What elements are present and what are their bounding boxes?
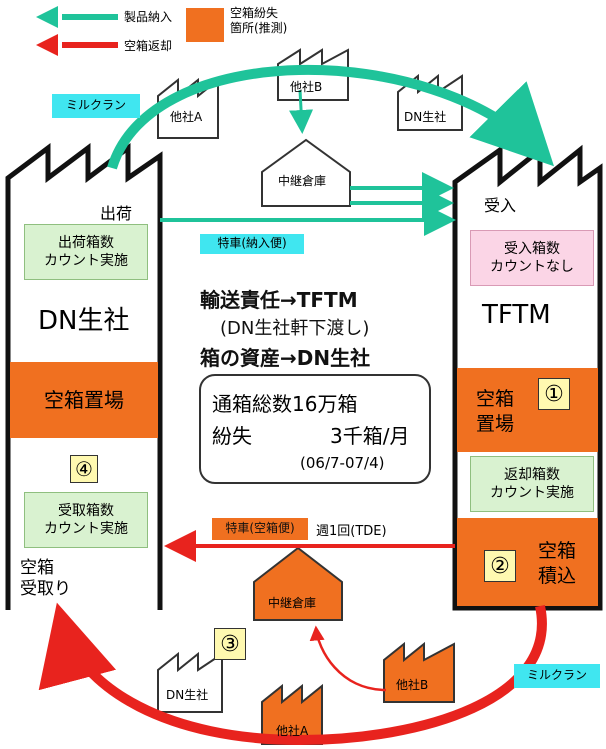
marker-4: ④ [70, 455, 98, 483]
right-empty-storage-area [457, 368, 598, 452]
right-count-receive-box: 受入箱数 カウントなし [470, 230, 594, 286]
right-count-return-box: 返却箱数 カウント実施 [470, 456, 594, 512]
weekly-label: 週1回(TDE) [316, 524, 387, 539]
other-a-bottom-building [261, 683, 323, 745]
center-line-2: (DN生社軒下渡し) [220, 318, 370, 339]
legend-delivery-label: 製品納入 [124, 10, 173, 24]
dn-top-label: DN生社 [404, 110, 447, 124]
center-line-3: 箱の資産→DN生社 [200, 346, 371, 370]
left-shipping-label: 出荷 [100, 204, 133, 223]
special-delivery-tag: 特車(納入便) [200, 234, 304, 254]
other-b-bottom-building [383, 641, 455, 703]
milk-run-top-tag: ミルクラン [52, 94, 140, 118]
summary-period: (06/7-07/4) [300, 454, 385, 472]
legend-loss-swatch [186, 8, 224, 42]
right-receive-label: 受入 [484, 196, 517, 215]
relay-bottom-label: 中継倉庫 [268, 596, 317, 610]
legend-delivery-arrow [36, 6, 118, 28]
special-empty-tag: 特車(空箱便) [212, 518, 308, 540]
marker-1: ① [538, 378, 570, 410]
center-line-1: 輸送責任→TFTM [200, 288, 358, 312]
summary-loss-value: 3千箱/月 [330, 424, 410, 448]
left-factory-name: DN生社 [38, 306, 130, 336]
summary-total-label: 通箱総数16万箱 [212, 392, 358, 416]
other-a-top-label: 他社A [170, 110, 203, 124]
legend-loss-label: 空箱紛失 箇所(推測) [230, 6, 288, 35]
milk-run-delivery-arrow [107, 65, 555, 170]
marker-3: ③ [214, 628, 246, 660]
left-empty-receive-label: 空箱 受取り [20, 558, 71, 600]
other-b-to-relay-return-arrow [309, 625, 387, 692]
relay-bottom-building [253, 546, 343, 621]
milk-run-bottom-tag: ミルクラン [514, 664, 600, 688]
right-loading-area [457, 518, 598, 606]
left-empty-storage-label: 空箱置場 [44, 388, 124, 412]
left-count-ship-box: 出荷箱数 カウント実施 [24, 224, 148, 280]
summary-loss-label: 紛失 [212, 424, 252, 448]
marker-2: ② [484, 550, 516, 582]
other-b-bottom-label: 他社B [396, 678, 429, 692]
other-b-top-label: 他社B [290, 80, 323, 94]
left-factory-outline [5, 143, 163, 610]
right-factory-name: TFTM [482, 300, 551, 330]
right-empty-storage-label: 空箱 置場 [475, 388, 514, 435]
legend-return-label: 空箱返却 [124, 39, 173, 53]
right-loading-label: 空箱 積込 [537, 540, 576, 587]
other-b-top-building [277, 48, 349, 101]
left-count-receive-box: 受取箱数 カウント実施 [24, 492, 148, 548]
relay-top-label: 中継倉庫 [278, 174, 327, 188]
left-empty-storage-area [10, 362, 158, 438]
summary-box [199, 374, 431, 484]
dn-bottom-building [157, 651, 223, 713]
legend-return-arrow [36, 34, 118, 56]
relay-top-building [261, 138, 351, 207]
other-a-bottom-label: 他社A [276, 724, 309, 738]
dn-bottom-label: DN生社 [166, 688, 209, 702]
other-b-to-relay-arrow [289, 89, 314, 134]
